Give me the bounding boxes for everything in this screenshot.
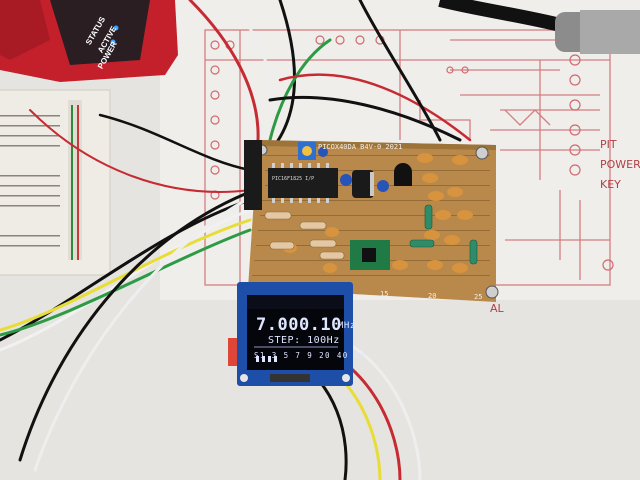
ceramic-capacitors — [283, 153, 473, 273]
oled-module — [228, 282, 353, 386]
schematic-note-power: POWER — [600, 158, 640, 171]
capacitor — [340, 174, 352, 186]
pickit-programmer — [0, 0, 178, 82]
electrolytic-capacitor — [352, 170, 374, 198]
schematic-note-key: KEY — [600, 178, 621, 191]
breadboard-holes — [0, 115, 60, 247]
inductors — [409, 204, 478, 265]
oled-s-scale: S1 3 5 7 9 20 40 60 — [254, 351, 367, 360]
wires — [0, 0, 472, 480]
schematic-note-pit: PIT — [600, 138, 617, 151]
schematic-note-al: AL — [490, 302, 504, 315]
pcb-col-25: 25 — [474, 293, 483, 301]
pic-microcontroller — [268, 163, 338, 203]
resistors — [264, 211, 345, 260]
schematic-lines — [204, 29, 611, 286]
s-meter-bars — [256, 356, 277, 362]
schematic-pads — [210, 35, 614, 271]
pcb-silkscreen-label: PICOX40DA B4V-0 2021 — [318, 143, 403, 151]
pin-header — [244, 140, 262, 210]
chip-label: PIC16F1825 I/P — [272, 176, 315, 182]
transistor — [394, 163, 412, 186]
oled-step: STEP: 100Hz — [268, 335, 340, 346]
pcb-col-15: 15 — [380, 290, 389, 298]
pcb-col-20: 20 — [428, 292, 437, 300]
oled-frequency: 7.000.10 — [256, 315, 342, 335]
oled-frequency-unit: MHz — [338, 321, 356, 331]
bnc-cable — [438, 0, 640, 54]
breadboard — [0, 89, 111, 276]
